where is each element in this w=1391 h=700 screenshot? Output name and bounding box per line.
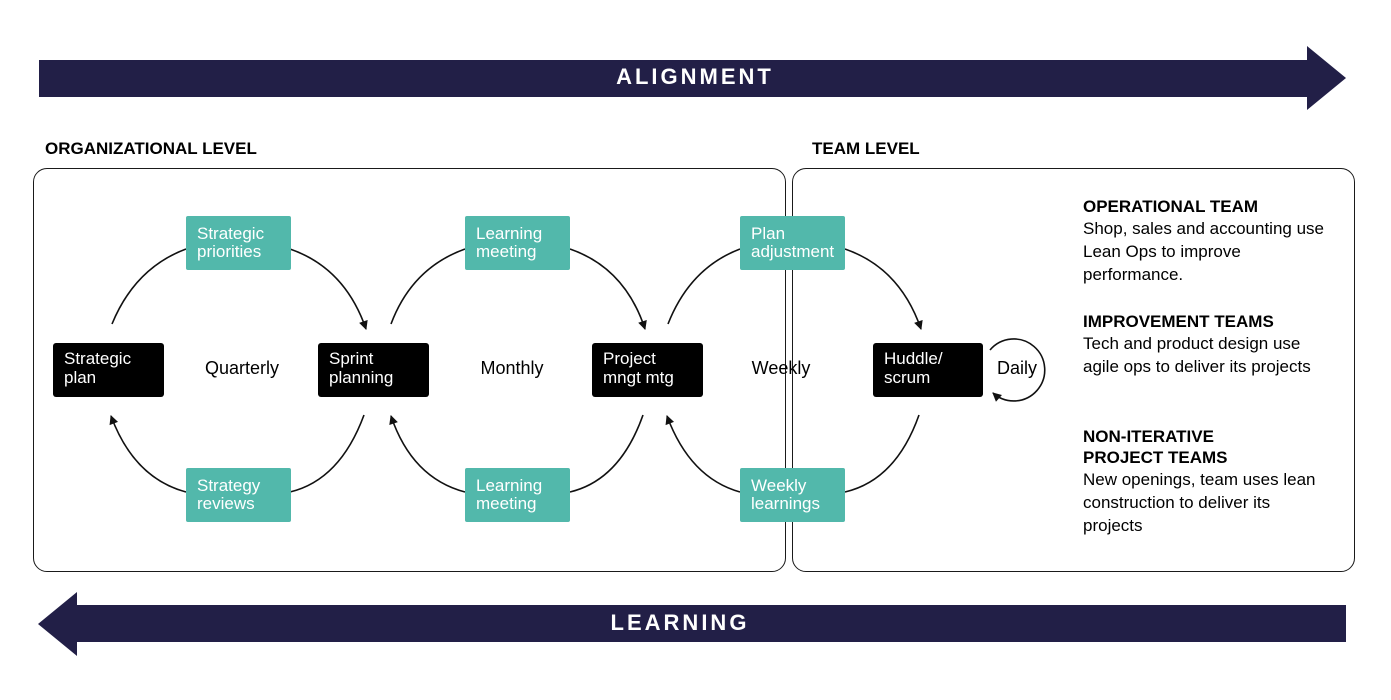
tag-learning-meeting-top: Learning meeting [465,216,570,270]
frequency-monthly: Monthly [480,358,544,378]
learning-label: LEARNING [610,610,750,635]
node-project-mngt-mtg-label: Project mngt mtg [603,349,674,387]
arc-weekly-bottom-left [665,415,741,493]
node-huddle-scrum: Huddle/ scrum [873,343,983,397]
frequency-daily: Daily [996,358,1037,378]
arc-monthly-top-left [390,248,466,325]
team-level-frame [792,168,1355,572]
tag-weekly-learnings: Weekly learnings [740,468,845,522]
arc-weekly-bottom-right [844,414,920,493]
team-improvement: IMPROVEMENT TEAMS Tech and product desig… [1083,311,1333,378]
node-sprint-planning-label: Sprint planning [329,349,394,387]
arc-monthly-bottom-right [569,414,644,493]
arc-quarterly-top-left [111,248,187,325]
team-non-iterative-description: New openings, team uses lean constructio… [1083,470,1316,535]
tag-weekly-learnings-label: Weekly learnings [751,476,820,513]
node-strategic-plan-label: Strategic plan [64,349,132,387]
tag-strategy-reviews-label: Strategy reviews [197,476,261,513]
arc-quarterly-top-right [289,248,368,330]
node-project-mngt-mtg: Project mngt mtg [592,343,703,397]
arc-monthly-bottom-left [389,415,466,493]
team-improvement-description: Tech and product design use agile ops to… [1083,334,1311,376]
arc-quarterly-bottom-right [289,414,365,493]
tag-strategic-priorities-label: Strategic priorities [197,224,265,261]
team-non-iterative: NON-ITERATIVE PROJECT TEAMS New openings… [1083,426,1333,537]
team-operational-description: Shop, sales and accounting use Lean Ops … [1083,219,1325,284]
tag-learning-meeting-top-label: Learning meeting [476,224,543,261]
learning-arrow [38,592,1346,656]
organizational-level-frame [33,168,786,572]
alignment-arrow [39,46,1346,110]
tag-strategy-reviews: Strategy reviews [186,468,291,522]
node-sprint-planning: Sprint planning [318,343,429,397]
arc-weekly-top-left [667,248,741,325]
arc-monthly-top-right [569,248,647,330]
frequency-weekly: Weekly [751,358,811,378]
team-improvement-title: IMPROVEMENT TEAMS [1083,312,1274,331]
arc-quarterly-bottom-left [109,415,187,493]
arc-weekly-top-right [844,248,923,330]
node-huddle-scrum-label: Huddle/ scrum [884,349,943,387]
organizational-level-title: ORGANIZATIONAL LEVEL [45,139,257,158]
team-operational-title: OPERATIONAL TEAM [1083,197,1259,216]
tag-learning-meeting-bottom: Learning meeting [465,468,570,522]
frequency-quarterly: Quarterly [204,358,280,378]
team-operational: OPERATIONAL TEAM Shop, sales and account… [1083,196,1333,286]
team-level-title: TEAM LEVEL [812,139,920,158]
node-strategic-plan: Strategic plan [53,343,164,397]
alignment-label: ALIGNMENT [616,64,774,89]
tag-plan-adjustment: Plan adjustment [740,216,845,270]
tag-learning-meeting-bottom-label: Learning meeting [476,476,543,513]
tag-plan-adjustment-label: Plan adjustment [751,224,835,261]
tag-strategic-priorities: Strategic priorities [186,216,291,270]
team-non-iterative-title: NON-ITERATIVE PROJECT TEAMS [1083,427,1228,467]
arc-daily-loop [989,338,1046,402]
